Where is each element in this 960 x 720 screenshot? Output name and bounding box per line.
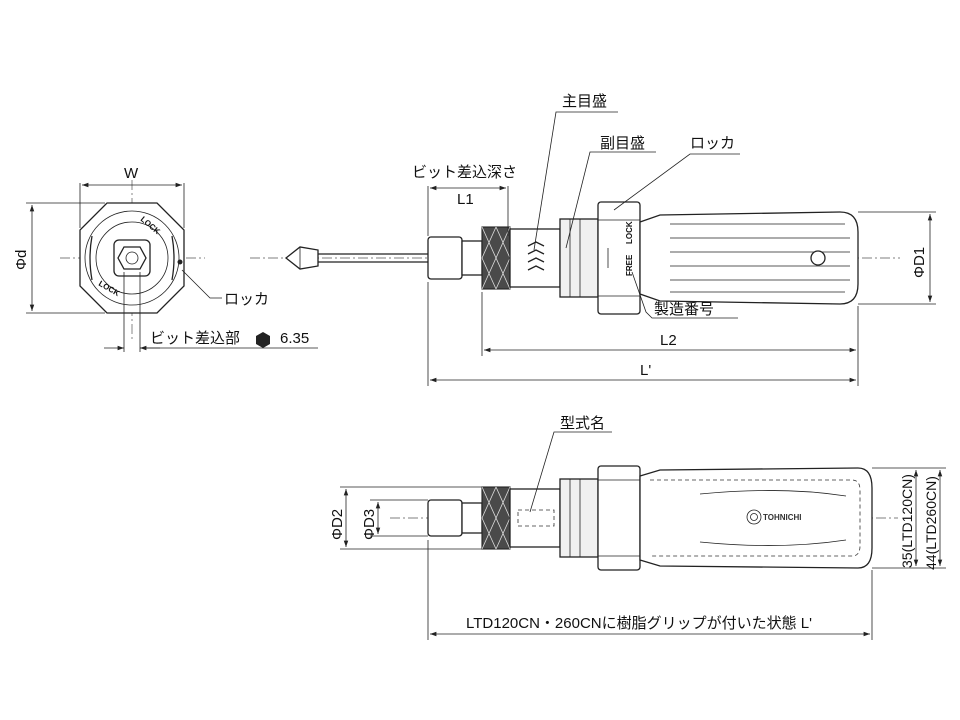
model-name-leader — [529, 431, 612, 513]
bit-tip — [284, 246, 319, 270]
phi-d-label: Φd — [13, 250, 30, 270]
model-name-window — [517, 509, 555, 527]
sub-scale-leader — [565, 151, 656, 249]
bit-insert-part-label: ビット差込部 — [150, 330, 240, 347]
grip-nose — [427, 499, 463, 537]
grip-caption: LTD120CN・260CNに樹脂グリップが付いた状態 L' — [466, 615, 812, 632]
serial-number-leader — [631, 271, 738, 319]
handle — [639, 211, 859, 305]
w-label: W — [124, 165, 139, 182]
locker-pin — [177, 259, 183, 265]
locker-inner-ring — [95, 221, 169, 295]
brand-logo-icon — [746, 509, 762, 525]
brand-text: TOHNICHI — [763, 513, 802, 522]
model-name-label: 型式名 — [560, 415, 605, 432]
phi-d3-label: ΦD3 — [361, 509, 378, 540]
sub-scale-body — [559, 218, 599, 298]
resin-grip — [639, 467, 873, 569]
hex-icon — [256, 332, 270, 348]
sub-scale-label: 副目盛 — [600, 135, 645, 152]
bit-hex-size-label: 6.35 — [280, 330, 309, 347]
dim-44-label: 44(LTD260CN) — [923, 476, 939, 570]
l2-label: L2 — [660, 332, 677, 349]
bit-socket-square — [113, 239, 151, 277]
phi-d2-label: ΦD2 — [329, 509, 346, 540]
handle-hole — [810, 250, 826, 266]
hex-socket-icon — [117, 246, 147, 270]
l-prime-label: L' — [640, 362, 651, 379]
phi-d1-label: ΦD1 — [911, 247, 928, 278]
main-scale-leader — [533, 111, 618, 251]
grip-contours — [699, 490, 847, 546]
locker-top-label: ロッカ — [690, 135, 735, 152]
nose-collar — [461, 240, 483, 276]
free-side-text: FREE — [625, 254, 634, 276]
locker-leader-left — [181, 269, 222, 299]
handle-ribs — [670, 223, 850, 293]
main-scale-label: 主目盛 — [562, 93, 607, 110]
locker-top-leader — [613, 153, 740, 211]
socket-center — [125, 251, 139, 265]
locker-outer-ring — [84, 210, 180, 306]
end-view: LOCK LOCK W Φd ロッカ ビット差込部 6.35 — [13, 165, 318, 352]
grip-view: TOHNICHI 型式名 ΦD2 ΦD3 35(LTD120CN) 44(LTD… — [329, 415, 946, 640]
l1-label: L1 — [457, 191, 474, 208]
nose — [427, 236, 463, 280]
serial-number-label: 製造番号 — [654, 301, 714, 318]
grip-inner-outline — [650, 479, 861, 557]
side-view: LOCK FREE ΦD1 ビット差込深さ L1 主目盛 副目盛 ロッカ 製造番… — [250, 93, 936, 386]
grip-nose-collar — [461, 502, 483, 534]
locker-label-left: ロッカ — [224, 291, 269, 308]
grip-locker — [597, 465, 641, 571]
dim-35-label: 35(LTD120CN) — [899, 474, 915, 568]
grip-sub-scale — [559, 478, 599, 558]
main-scale-marks — [527, 241, 545, 271]
lock-side-text: LOCK — [625, 221, 634, 244]
grip-scale-body — [509, 488, 561, 548]
locker-grooves — [89, 235, 175, 281]
bit-insert-depth-label: ビット差込深さ — [412, 164, 517, 181]
